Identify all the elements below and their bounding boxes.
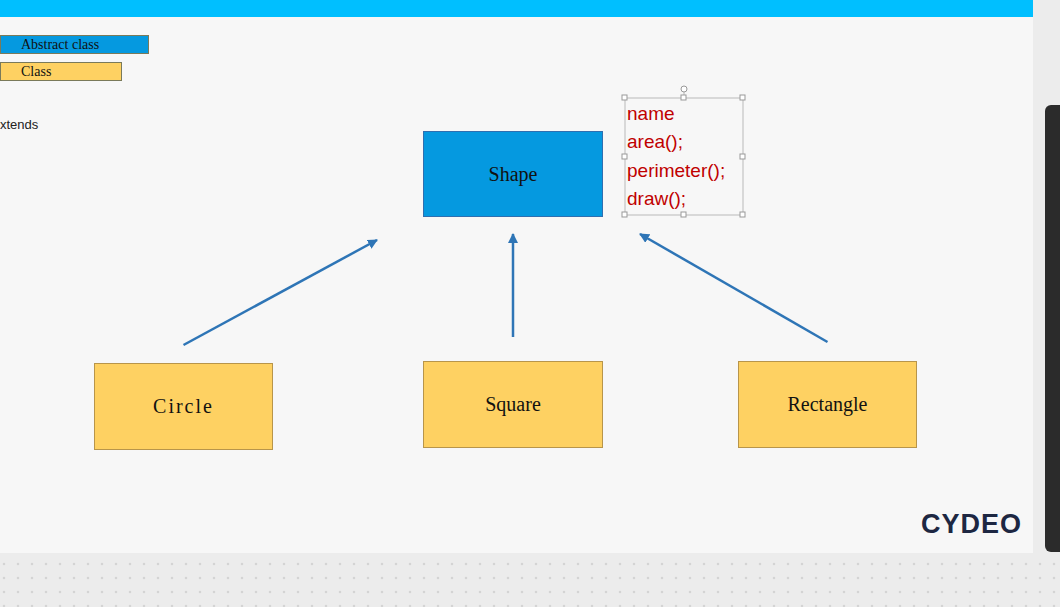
field-name: name	[627, 103, 675, 125]
dot-pattern	[0, 555, 1060, 607]
class-name: Rectangle	[788, 393, 868, 416]
inheritance-arrow	[640, 234, 828, 342]
abstract-class-box: Shape	[423, 131, 603, 217]
class-name: Shape	[489, 163, 538, 186]
legend-swatch: Abstract class	[0, 35, 149, 54]
class-box: Circle	[94, 363, 273, 450]
legend-text: Class	[1, 64, 51, 80]
legend-swatch: Class	[0, 62, 122, 81]
legend-text: Abstract class	[1, 37, 99, 53]
brand-logo: CYDEO	[921, 513, 1022, 535]
class-name: Square	[485, 393, 541, 416]
top-bar	[0, 0, 1033, 17]
legend-note: xtends	[0, 114, 38, 136]
class-box: Square	[423, 361, 603, 448]
class-name: Circle	[153, 395, 214, 418]
method-name: perimeter();	[627, 160, 725, 182]
slide-panel	[0, 0, 1033, 553]
method-name: draw();	[627, 188, 686, 210]
class-box: Rectangle	[738, 361, 917, 448]
method-name: area();	[627, 131, 683, 153]
inheritance-arrow	[512, 234, 515, 337]
inheritance-arrow	[184, 240, 378, 345]
video-edge	[1045, 105, 1060, 552]
text-box-selection	[622, 86, 745, 217]
